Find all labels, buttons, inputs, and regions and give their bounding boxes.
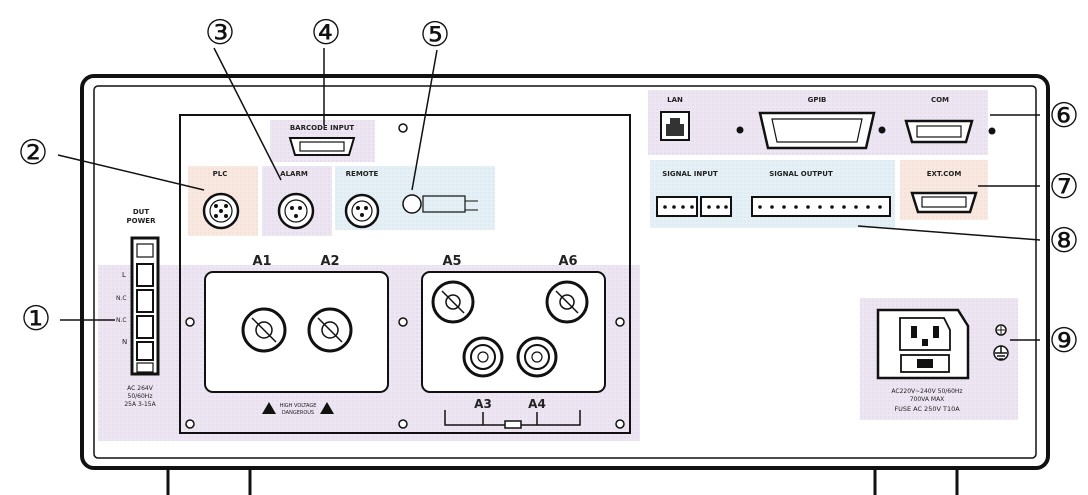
a6-label: A6 — [558, 254, 577, 269]
remote-connector[interactable] — [346, 195, 378, 227]
lan-label: LAN — [667, 96, 683, 104]
com-label: COM — [931, 96, 949, 104]
barcode-input-port[interactable] — [290, 138, 354, 155]
ground-symbol-icon — [994, 346, 1008, 360]
gpib-label: GPIB — [808, 96, 827, 104]
callout-9: ⑨ — [1049, 321, 1079, 361]
a2-terminal[interactable] — [309, 309, 351, 351]
extcom-port[interactable] — [912, 193, 976, 212]
plc-connector[interactable] — [204, 194, 238, 228]
barcode-label: BARCODE INPUT — [290, 124, 355, 132]
a3-label: A3 — [474, 397, 492, 411]
terminal-l-label: L — [122, 271, 126, 279]
a1-label: A1 — [252, 254, 271, 269]
terminal-n-label: N — [122, 338, 127, 346]
dut-power-label-1: DUT — [133, 208, 149, 216]
a4-label: A4 — [528, 397, 546, 411]
a3-terminal[interactable] — [464, 338, 502, 376]
a2-label: A2 — [320, 254, 339, 269]
callout-8: ⑧ — [1049, 221, 1079, 261]
dut-power-label-2: POWER — [127, 217, 157, 225]
dut-rating-1: AC 264V — [127, 385, 154, 392]
a5-terminal[interactable] — [433, 282, 473, 322]
callout-2: ② — [18, 133, 48, 173]
callout-1: ① — [21, 299, 51, 339]
extcom-label: EXT.COM — [927, 170, 962, 178]
a4-terminal[interactable] — [518, 338, 556, 376]
signal-input-label: SIGNAL INPUT — [662, 170, 718, 178]
callout-5: ⑤ — [420, 15, 450, 55]
a1-terminal[interactable] — [243, 309, 285, 351]
callout-7: ⑦ — [1049, 167, 1079, 207]
remote-label: REMOTE — [346, 170, 379, 178]
fuse-holder[interactable] — [901, 355, 949, 372]
plc-label: PLC — [213, 170, 228, 178]
a1-a2-panel — [205, 272, 388, 392]
callout-4: ④ — [311, 13, 341, 53]
callout-6: ⑥ — [1049, 96, 1079, 136]
warning-text-1: HIGH VOLTAGE — [280, 403, 317, 409]
dut-power-terminal-block[interactable] — [132, 238, 158, 374]
callout-3: ③ — [205, 13, 235, 53]
dut-rating-2: 50/60Hz — [128, 393, 153, 400]
lan-port[interactable] — [661, 112, 689, 140]
alarm-label: ALARM — [280, 170, 308, 178]
signal-output-label: SIGNAL OUTPUT — [769, 170, 833, 178]
warning-text-2: DANGEROUS — [282, 410, 314, 416]
terminal-nc1-label: N.C — [116, 295, 127, 302]
signal-output-terminals[interactable] — [752, 197, 890, 216]
power-rating-2: 700VA MAX — [910, 396, 945, 403]
alarm-connector[interactable] — [279, 194, 313, 228]
a6-terminal[interactable] — [547, 282, 587, 322]
a5-label: A5 — [442, 254, 461, 269]
fuse-rating: FUSE AC 250V T10A — [894, 405, 960, 413]
power-rating-1: AC220V~240V 50/60Hz — [891, 388, 962, 395]
signal-input-terminals[interactable] — [657, 197, 731, 216]
ground-screw-icon — [996, 325, 1006, 335]
terminal-nc2-label: N.C — [116, 317, 127, 324]
dut-rating-3: 25A 3-15A — [124, 401, 156, 408]
